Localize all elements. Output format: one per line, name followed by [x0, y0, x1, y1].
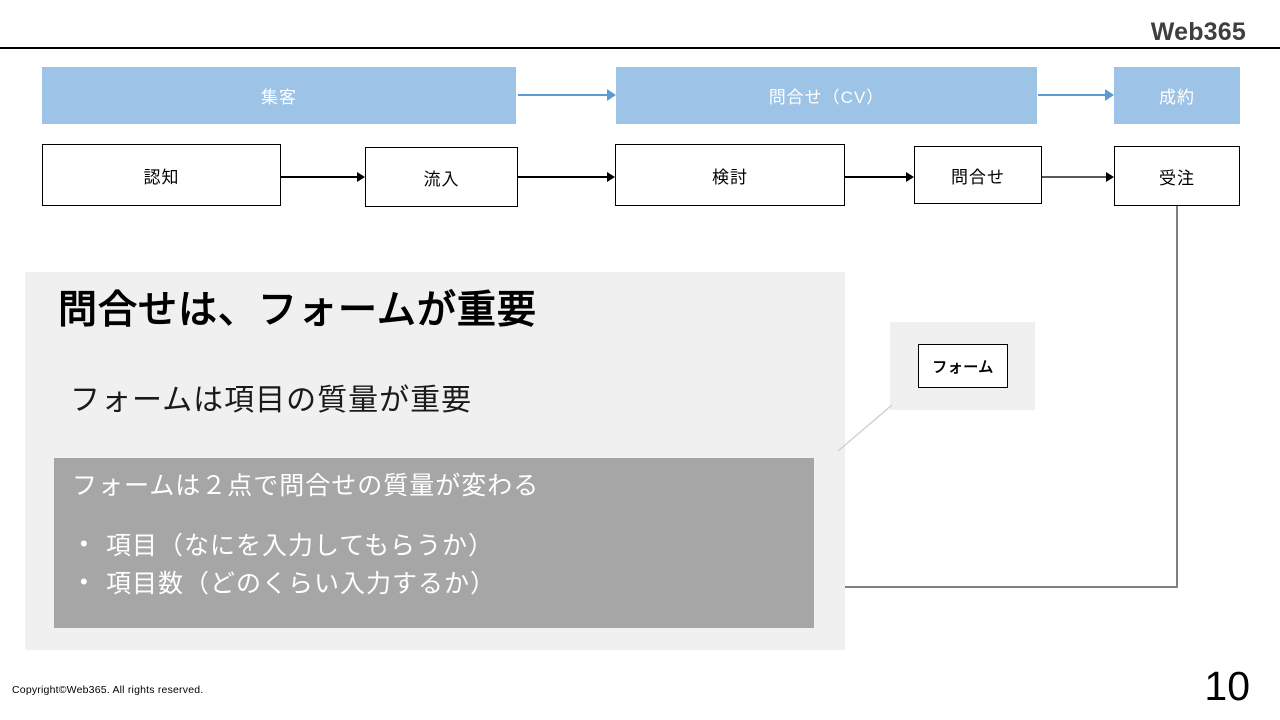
- arrow-head: [607, 172, 615, 182]
- funnel-banner-seiyaku: 成約: [1114, 67, 1240, 124]
- footer-copyright: Copyright©Web365. All rights reserved.: [12, 684, 204, 696]
- stage-box-toiawase: 問合せ: [914, 146, 1042, 204]
- list-item: 項目数（どのくらい入力するか）: [72, 565, 796, 604]
- arrow-shaft: [518, 94, 607, 96]
- arrow-shaft: [1038, 94, 1105, 96]
- arrow-head: [607, 89, 616, 101]
- stage-box-ryunyu: 流入: [365, 147, 518, 207]
- arrow-shaft: [845, 176, 906, 178]
- stage-box-label: 問合せ: [951, 167, 1005, 187]
- stage-box-juchu: 受注: [1114, 146, 1240, 206]
- arrow-head: [1106, 172, 1114, 182]
- callout-gray-box: フォームは２点で問合せの質量が変わる 項目（なにを入力してもらうか） 項目数（ど…: [54, 458, 814, 628]
- callout-leader-line: [837, 404, 893, 452]
- stage-box-label: 流入: [423, 169, 460, 189]
- stage-box-label: 認知: [143, 167, 180, 187]
- header-divider: [0, 47, 1280, 49]
- arrow-head: [906, 172, 914, 182]
- arrow-head: [1105, 89, 1114, 101]
- funnel-banner-label: 成約: [1159, 88, 1195, 107]
- stage-arrow-right-icon: [518, 172, 615, 182]
- stage-box-kento: 検討: [615, 144, 845, 206]
- form-callout-box: フォーム: [918, 344, 1008, 388]
- stage-arrow-right-icon: [845, 172, 914, 182]
- stage-arrow-right-icon: [1042, 172, 1114, 182]
- callout-lead-text: フォームは２点で問合せの質量が変わる: [72, 472, 540, 500]
- banner-arrow-right-icon: [518, 89, 616, 101]
- list-item: 項目（なにを入力してもらうか）: [72, 527, 796, 566]
- arrow-shaft: [281, 176, 357, 178]
- funnel-banner-shukyaku: 集客: [42, 67, 516, 124]
- stage-box-label: 受注: [1159, 168, 1195, 188]
- stage-arrow-right-icon: [281, 172, 365, 182]
- funnel-banner-cv: 問合せ（CV）: [616, 67, 1037, 124]
- connector-line-vertical: [1176, 206, 1178, 588]
- brand-logo: Web365: [1150, 18, 1246, 46]
- content-title: 問合せは、フォームが重要: [58, 289, 537, 332]
- arrow-shaft: [518, 176, 607, 178]
- stage-box-label: 検討: [712, 167, 748, 187]
- stage-box-ninchi: 認知: [42, 144, 281, 206]
- content-subtitle: フォームは項目の質量が重要: [70, 384, 473, 417]
- arrow-head: [357, 172, 365, 182]
- banner-arrow-right-icon: [1038, 89, 1114, 101]
- connector-line-horizontal: [845, 586, 1178, 588]
- funnel-banner-label: 問合せ（CV）: [768, 88, 885, 107]
- funnel-banner-label: 集客: [261, 88, 297, 107]
- page-number: 10: [1204, 663, 1250, 709]
- callout-bullet-list: 項目（なにを入力してもらうか） 項目数（どのくらい入力するか）: [72, 527, 796, 605]
- arrow-shaft: [1042, 176, 1106, 178]
